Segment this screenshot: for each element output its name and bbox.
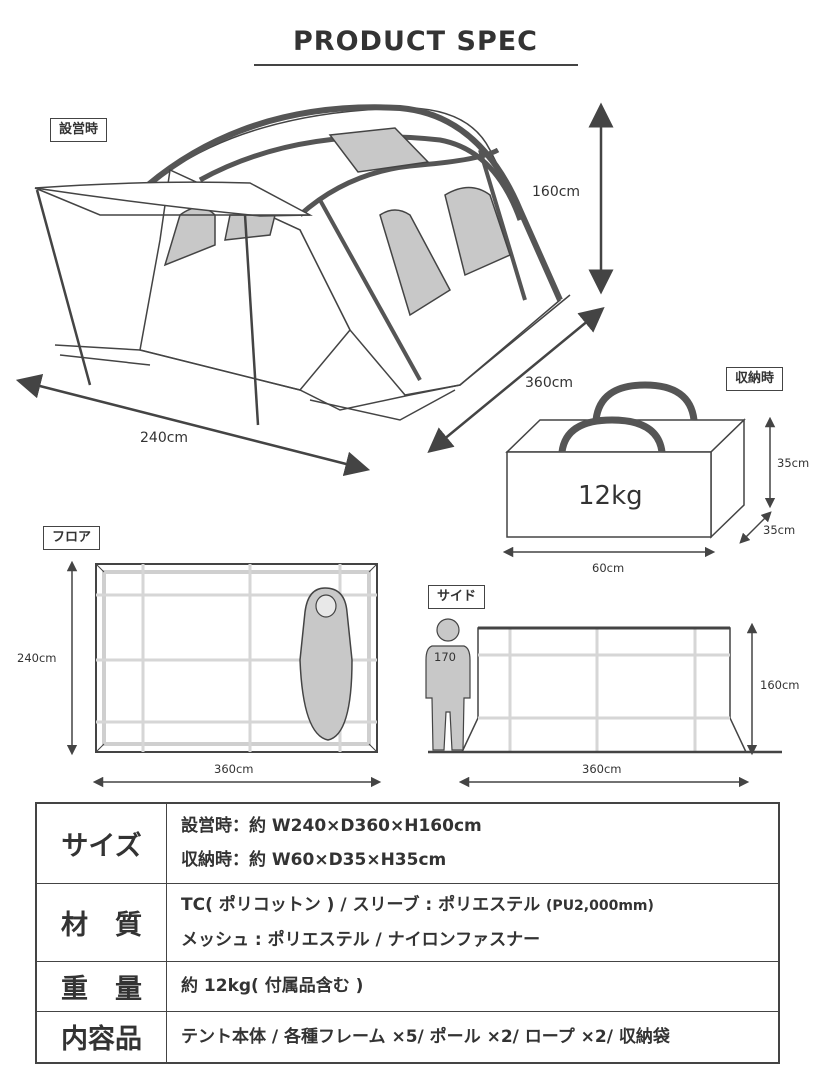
tent-width-label: 240cm <box>140 430 189 446</box>
weight-header: 重 量 <box>35 960 167 1012</box>
table-row: 重 量 約 12kg( 付属品含む ) <box>35 960 780 1012</box>
bag-depth-arrow <box>739 511 772 544</box>
person-height-label: 170 <box>434 650 456 664</box>
contents-header: 内容品 <box>35 1010 167 1064</box>
material-cell: TC( ポリコットン ) / スリーブ : ポリエステル (PU2,000mm)… <box>166 882 780 962</box>
floor-width-label: 360cm <box>214 762 254 776</box>
tent-depth-label: 360cm <box>525 375 574 391</box>
material-line-1-note: (PU2,000mm) <box>546 897 654 914</box>
size-header: サイズ <box>35 802 167 884</box>
material-line-1: TC( ポリコットン ) / スリーブ : ポリエステル (PU2,000mm) <box>181 888 777 923</box>
spec-illustrations <box>15 102 782 788</box>
page-title: PRODUCT SPEC <box>293 26 538 57</box>
size-storage-text: 収納時：約 W60×D35×H35cm <box>181 850 447 871</box>
depth-arrow <box>427 307 605 453</box>
bag-width-label: 60cm <box>592 561 625 575</box>
table-row: サイズ 設営時：約 W240×D360×H160cm 収納時：約 W60×D35… <box>35 802 780 884</box>
size-setup-text: 設営時：約 W240×D360×H160cm <box>181 816 482 837</box>
side-height-label: 160cm <box>760 678 800 692</box>
bag-depth-label: 35cm <box>763 523 796 537</box>
table-row: 内容品 テント本体 / 各種フレーム ×5/ ポール ×2/ ロープ ×2/ 収… <box>35 1010 780 1064</box>
tent-height-label: 160cm <box>532 184 581 200</box>
table-row: 材 質 TC( ポリコットン ) / スリーブ : ポリエステル (PU2,00… <box>35 882 780 962</box>
side-tag: サイド <box>428 585 486 609</box>
bag-height-label: 35cm <box>777 456 810 470</box>
title-underline <box>254 64 578 66</box>
storage-tag: 収納時 <box>726 367 784 391</box>
side-width-label: 360cm <box>582 762 622 776</box>
storage-bag-illustration <box>505 381 746 539</box>
contents-cell: テント本体 / 各種フレーム ×5/ ポール ×2/ ロープ ×2/ 収納袋 <box>166 1010 780 1064</box>
width-arrow <box>15 373 371 477</box>
spec-table: サイズ 設営時：約 W240×D360×H160cm 収納時：約 W60×D35… <box>35 802 780 1064</box>
material-line-2: メッシュ : ポリエステル / ナイロンファスナー <box>181 929 541 950</box>
setup-tag: 設営時 <box>50 118 108 142</box>
size-cell: 設営時：約 W240×D360×H160cm 収納時：約 W60×D35×H35… <box>166 802 780 884</box>
floor-plan-illustration <box>95 563 378 753</box>
bag-weight-label: 12kg <box>578 481 643 511</box>
material-header: 材 質 <box>35 882 167 962</box>
weight-cell: 約 12kg( 付属品含む ) <box>166 960 780 1012</box>
floor-height-label: 240cm <box>17 651 57 665</box>
person-silhouette <box>425 618 471 751</box>
tent-illustration <box>34 104 571 426</box>
side-view-illustration <box>425 618 782 754</box>
floor-tag: フロア <box>43 526 101 550</box>
material-line-1-text: TC( ポリコットン ) / スリーブ : ポリエステル <box>181 894 541 915</box>
